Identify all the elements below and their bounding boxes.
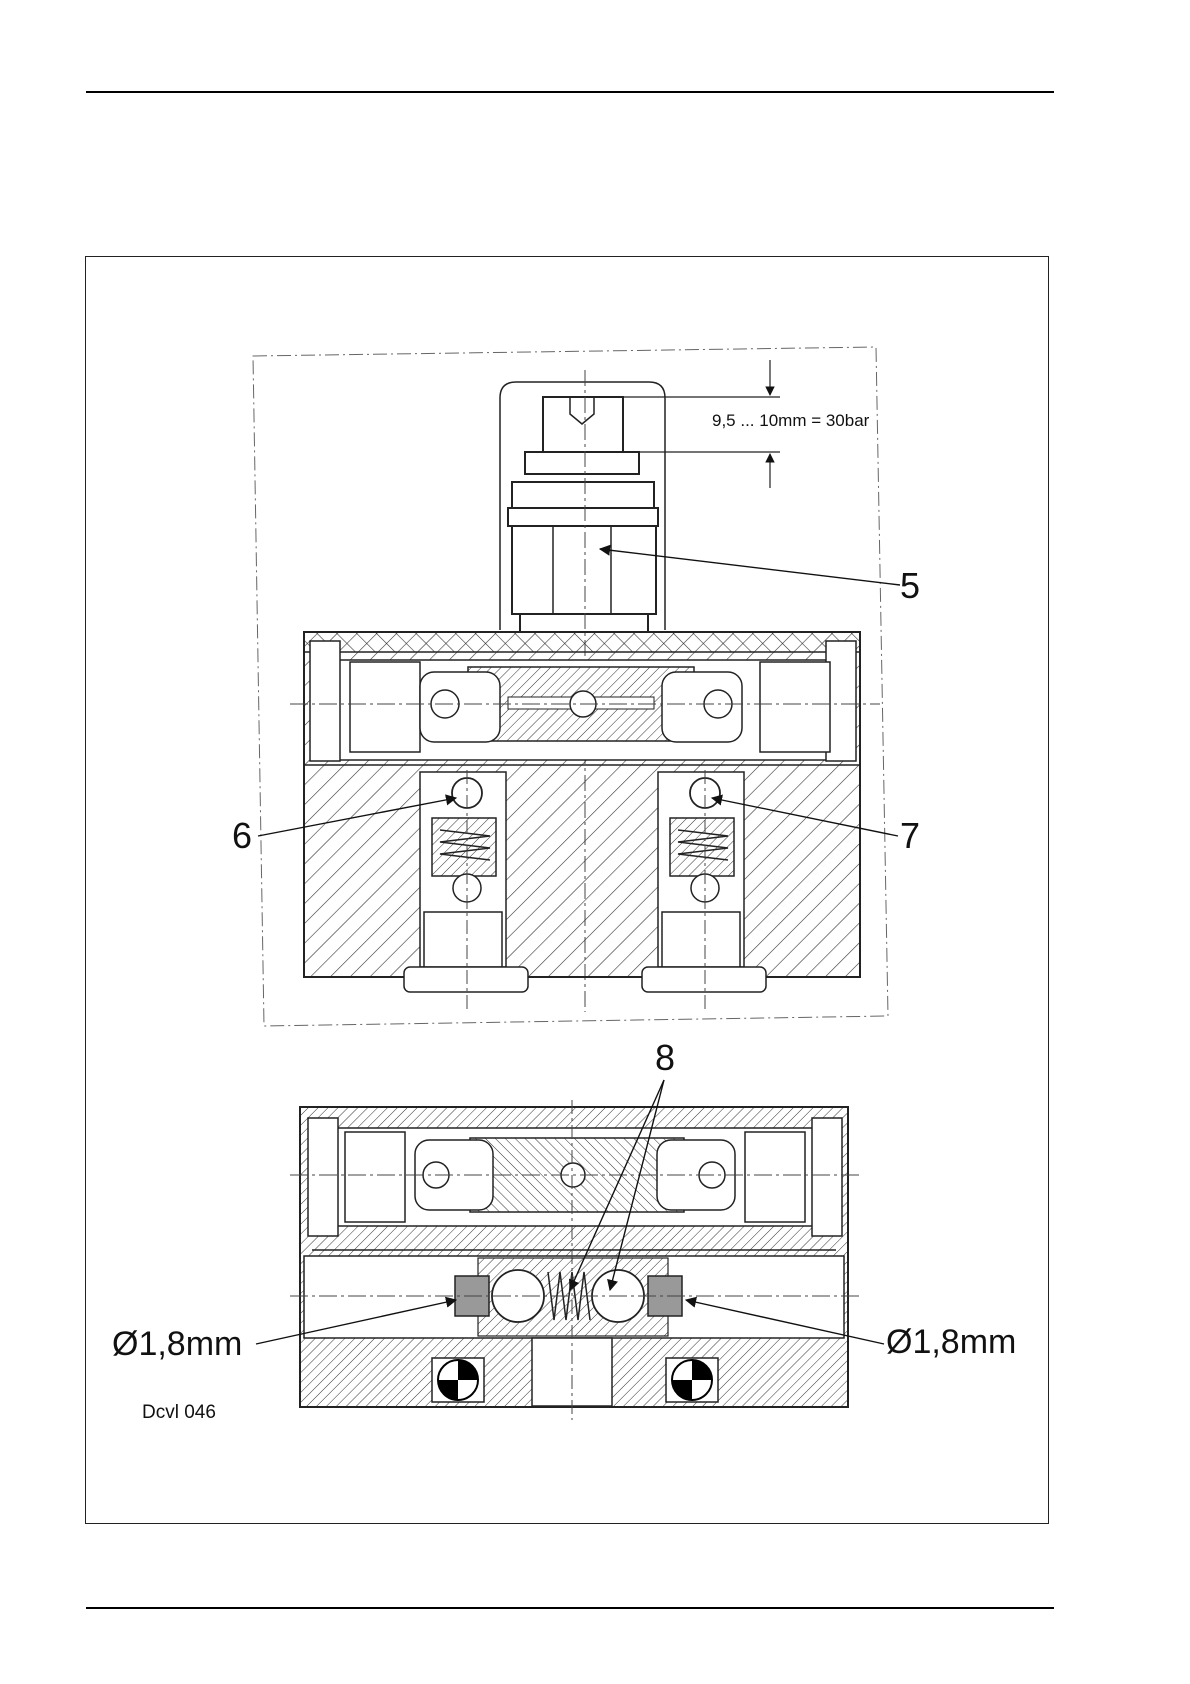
upper-body <box>290 632 880 1010</box>
callout-8: 8 <box>655 1037 675 1078</box>
adjusting-screw <box>500 382 665 632</box>
callout-6: 6 <box>232 815 252 856</box>
callout-7: 7 <box>900 815 920 856</box>
orifice-right-label: Ø1,8mm <box>886 1323 1016 1361</box>
drawing-id: Dcvl 046 <box>142 1402 216 1423</box>
lower-view <box>256 1080 884 1420</box>
seal-right-icon <box>666 1358 718 1402</box>
upper-view <box>253 347 900 1026</box>
callout-5: 5 <box>900 565 920 606</box>
seal-left-icon <box>432 1358 484 1402</box>
pressure-setting-label: 9,5 ... 10mm = 30bar <box>712 411 870 430</box>
orifice-left-label: Ø1,8mm <box>112 1325 242 1363</box>
